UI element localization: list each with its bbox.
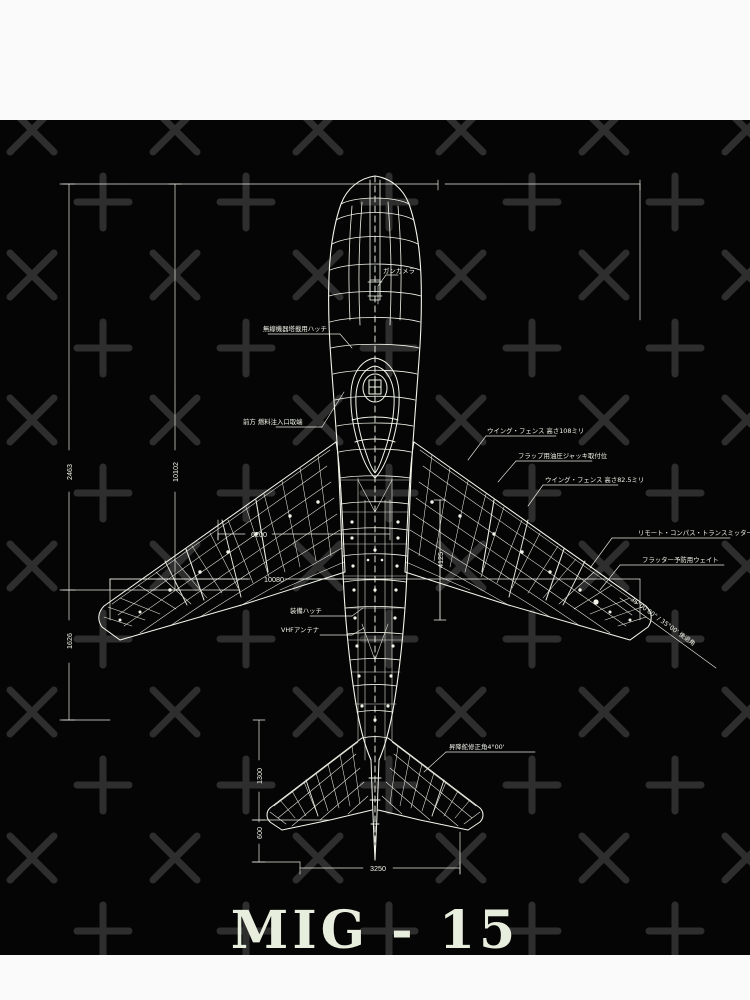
blueprint-area: ガンカメラ 無線機器塔載用ハッチ 前方 燃料注入口取端 装備ハッチ VHFアンテ…: [0, 120, 750, 955]
callout-flap-hydraulic-jack: フラップ用油圧ジャッキ取付位: [518, 451, 608, 460]
dim-1626: 1626: [65, 633, 74, 649]
callout-wing-fence-108: ウイング・フェンス 高さ108ミリ: [487, 426, 584, 435]
callout-fuel-filler: 前方 燃料注入口取端: [243, 417, 303, 426]
dimension-lines: [59, 179, 641, 875]
dim-3250: 3250: [370, 864, 386, 873]
callout-wing-fence-825: ウイング・フェンス 高さ82.5ミリ: [545, 475, 644, 484]
aircraft-blueprint-drawing: ガンカメラ 無線機器塔載用ハッチ 前方 燃料注入口取端 装備ハッチ VHFアンテ…: [59, 175, 750, 875]
callout-leader-lines: [267, 274, 731, 773]
fuselage-detail-dots: [350, 520, 400, 722]
cockpit-canopy: [350, 357, 400, 479]
callout-equipment-hatch: 装備ハッチ: [290, 606, 322, 615]
page-title: MIG - 15: [230, 900, 520, 955]
dim-10080: 10080: [264, 575, 284, 584]
dim-6200: 6200: [251, 530, 267, 539]
dim-2463: 2463: [65, 464, 74, 480]
left-wing: [98, 441, 346, 641]
dim-1300: 1300: [255, 768, 264, 784]
tailplane-structure: [269, 741, 481, 827]
callout-front-hatch: 無線機器塔載用ハッチ: [263, 324, 327, 333]
right-wing-structure: [405, 449, 647, 634]
callout-wing-sweep-angle: 35°00'00" / 35°00' 後退角: [629, 595, 697, 648]
nose-intake: [328, 197, 422, 739]
intake-duct: [348, 179, 402, 326]
fuselage-outline: [328, 175, 422, 861]
dim-600: 600: [255, 827, 264, 839]
left-wing-structure: [103, 449, 345, 634]
dim-4125: 4125: [436, 552, 445, 568]
top-border-band: [0, 0, 750, 120]
callout-elevator-angle: 昇降舵修正角4°00': [449, 742, 505, 751]
fuselage-panel-lines: [340, 477, 410, 761]
tail-cone: [368, 759, 382, 861]
dimension-text-layer: 2463 10102 1626 4125 6200 10080 1300 600…: [65, 462, 445, 873]
callout-vhf-antenna: VHFアンテナ: [281, 626, 319, 634]
right-wing-fasteners: [430, 500, 632, 622]
bottom-border-band: [0, 955, 750, 1000]
left-wing-fasteners: [118, 500, 320, 622]
callout-remote-compass: リモート・コンパス・トランスミッター: [638, 528, 750, 537]
right-wing: [404, 441, 652, 641]
callout-gun-camera: ガンカメラ: [383, 266, 415, 275]
callout-flutter-weight: フラッター予防用ウェイト: [642, 555, 719, 564]
dim-10102: 10102: [171, 462, 180, 482]
